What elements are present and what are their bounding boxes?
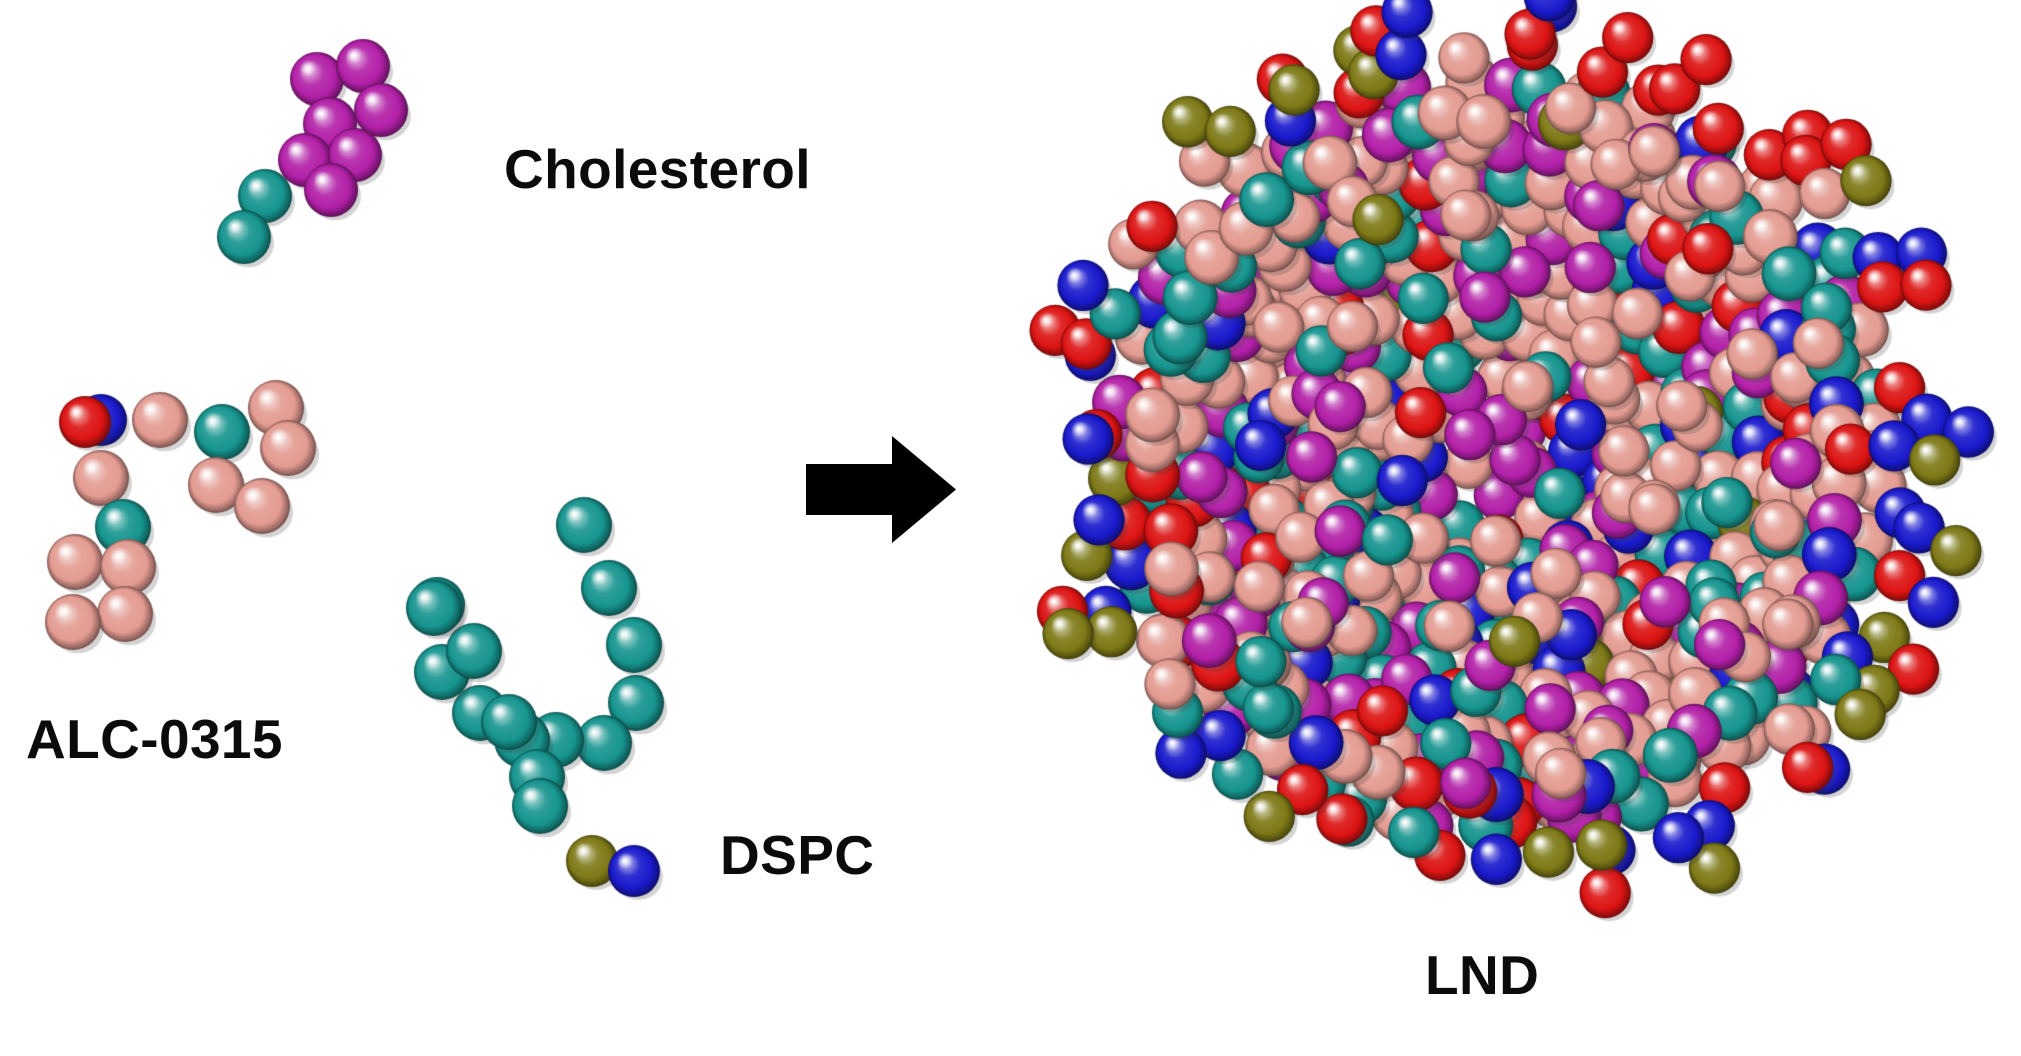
lnd-label: LND <box>1425 944 1540 1006</box>
right-arrow-icon <box>806 432 956 547</box>
dspc-label: DSPC <box>720 824 875 886</box>
alc-0315-label: ALC-0315 <box>26 708 283 770</box>
cholesterol-label: Cholesterol <box>504 138 811 200</box>
